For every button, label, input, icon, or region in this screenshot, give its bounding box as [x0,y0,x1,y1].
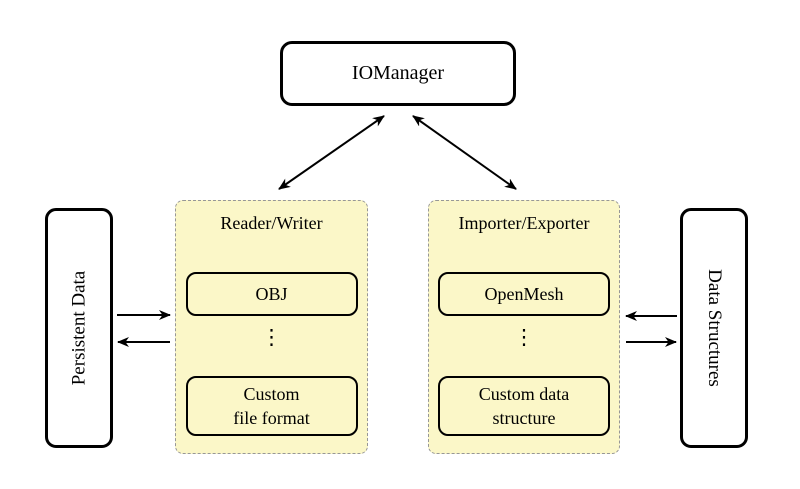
custom-data-structure-node: Custom data structure [438,376,610,436]
reader-writer-group: Reader/Writer OBJ ⋮ Custom file format [175,200,368,454]
arrow-iomanager-importer-exporter [412,115,517,190]
persistent-data-node: Persistent Data [45,208,113,448]
reader-writer-title: Reader/Writer [220,213,323,233]
data-structures-label: Data Structures [704,269,725,387]
custom-data-structure-label: Custom data structure [478,383,570,428]
obj-node: OBJ [185,272,358,316]
arrow-iomanager-reader-writer [278,115,385,190]
persistent-data-label: Persistent Data [68,270,90,386]
custom-file-format-node: Custom file format [185,376,358,436]
vertical-ellipsis: ⋮ [261,325,282,349]
data-structures-node: Data Structures [680,208,748,448]
obj-label: OBJ [255,283,288,304]
openmesh-node: OpenMesh [438,272,610,316]
iomanager-label: IOManager [351,62,445,84]
openmesh-label: OpenMesh [484,283,564,304]
importer-exporter-title: Importer/Exporter [458,213,590,233]
importer-exporter-group: Importer/Exporter OpenMesh ⋮ Custom data… [428,200,620,454]
iomanager-node: IOManager [280,41,516,106]
vertical-ellipsis: ⋮ [513,325,535,349]
custom-file-format-label: Custom file format [233,383,310,428]
